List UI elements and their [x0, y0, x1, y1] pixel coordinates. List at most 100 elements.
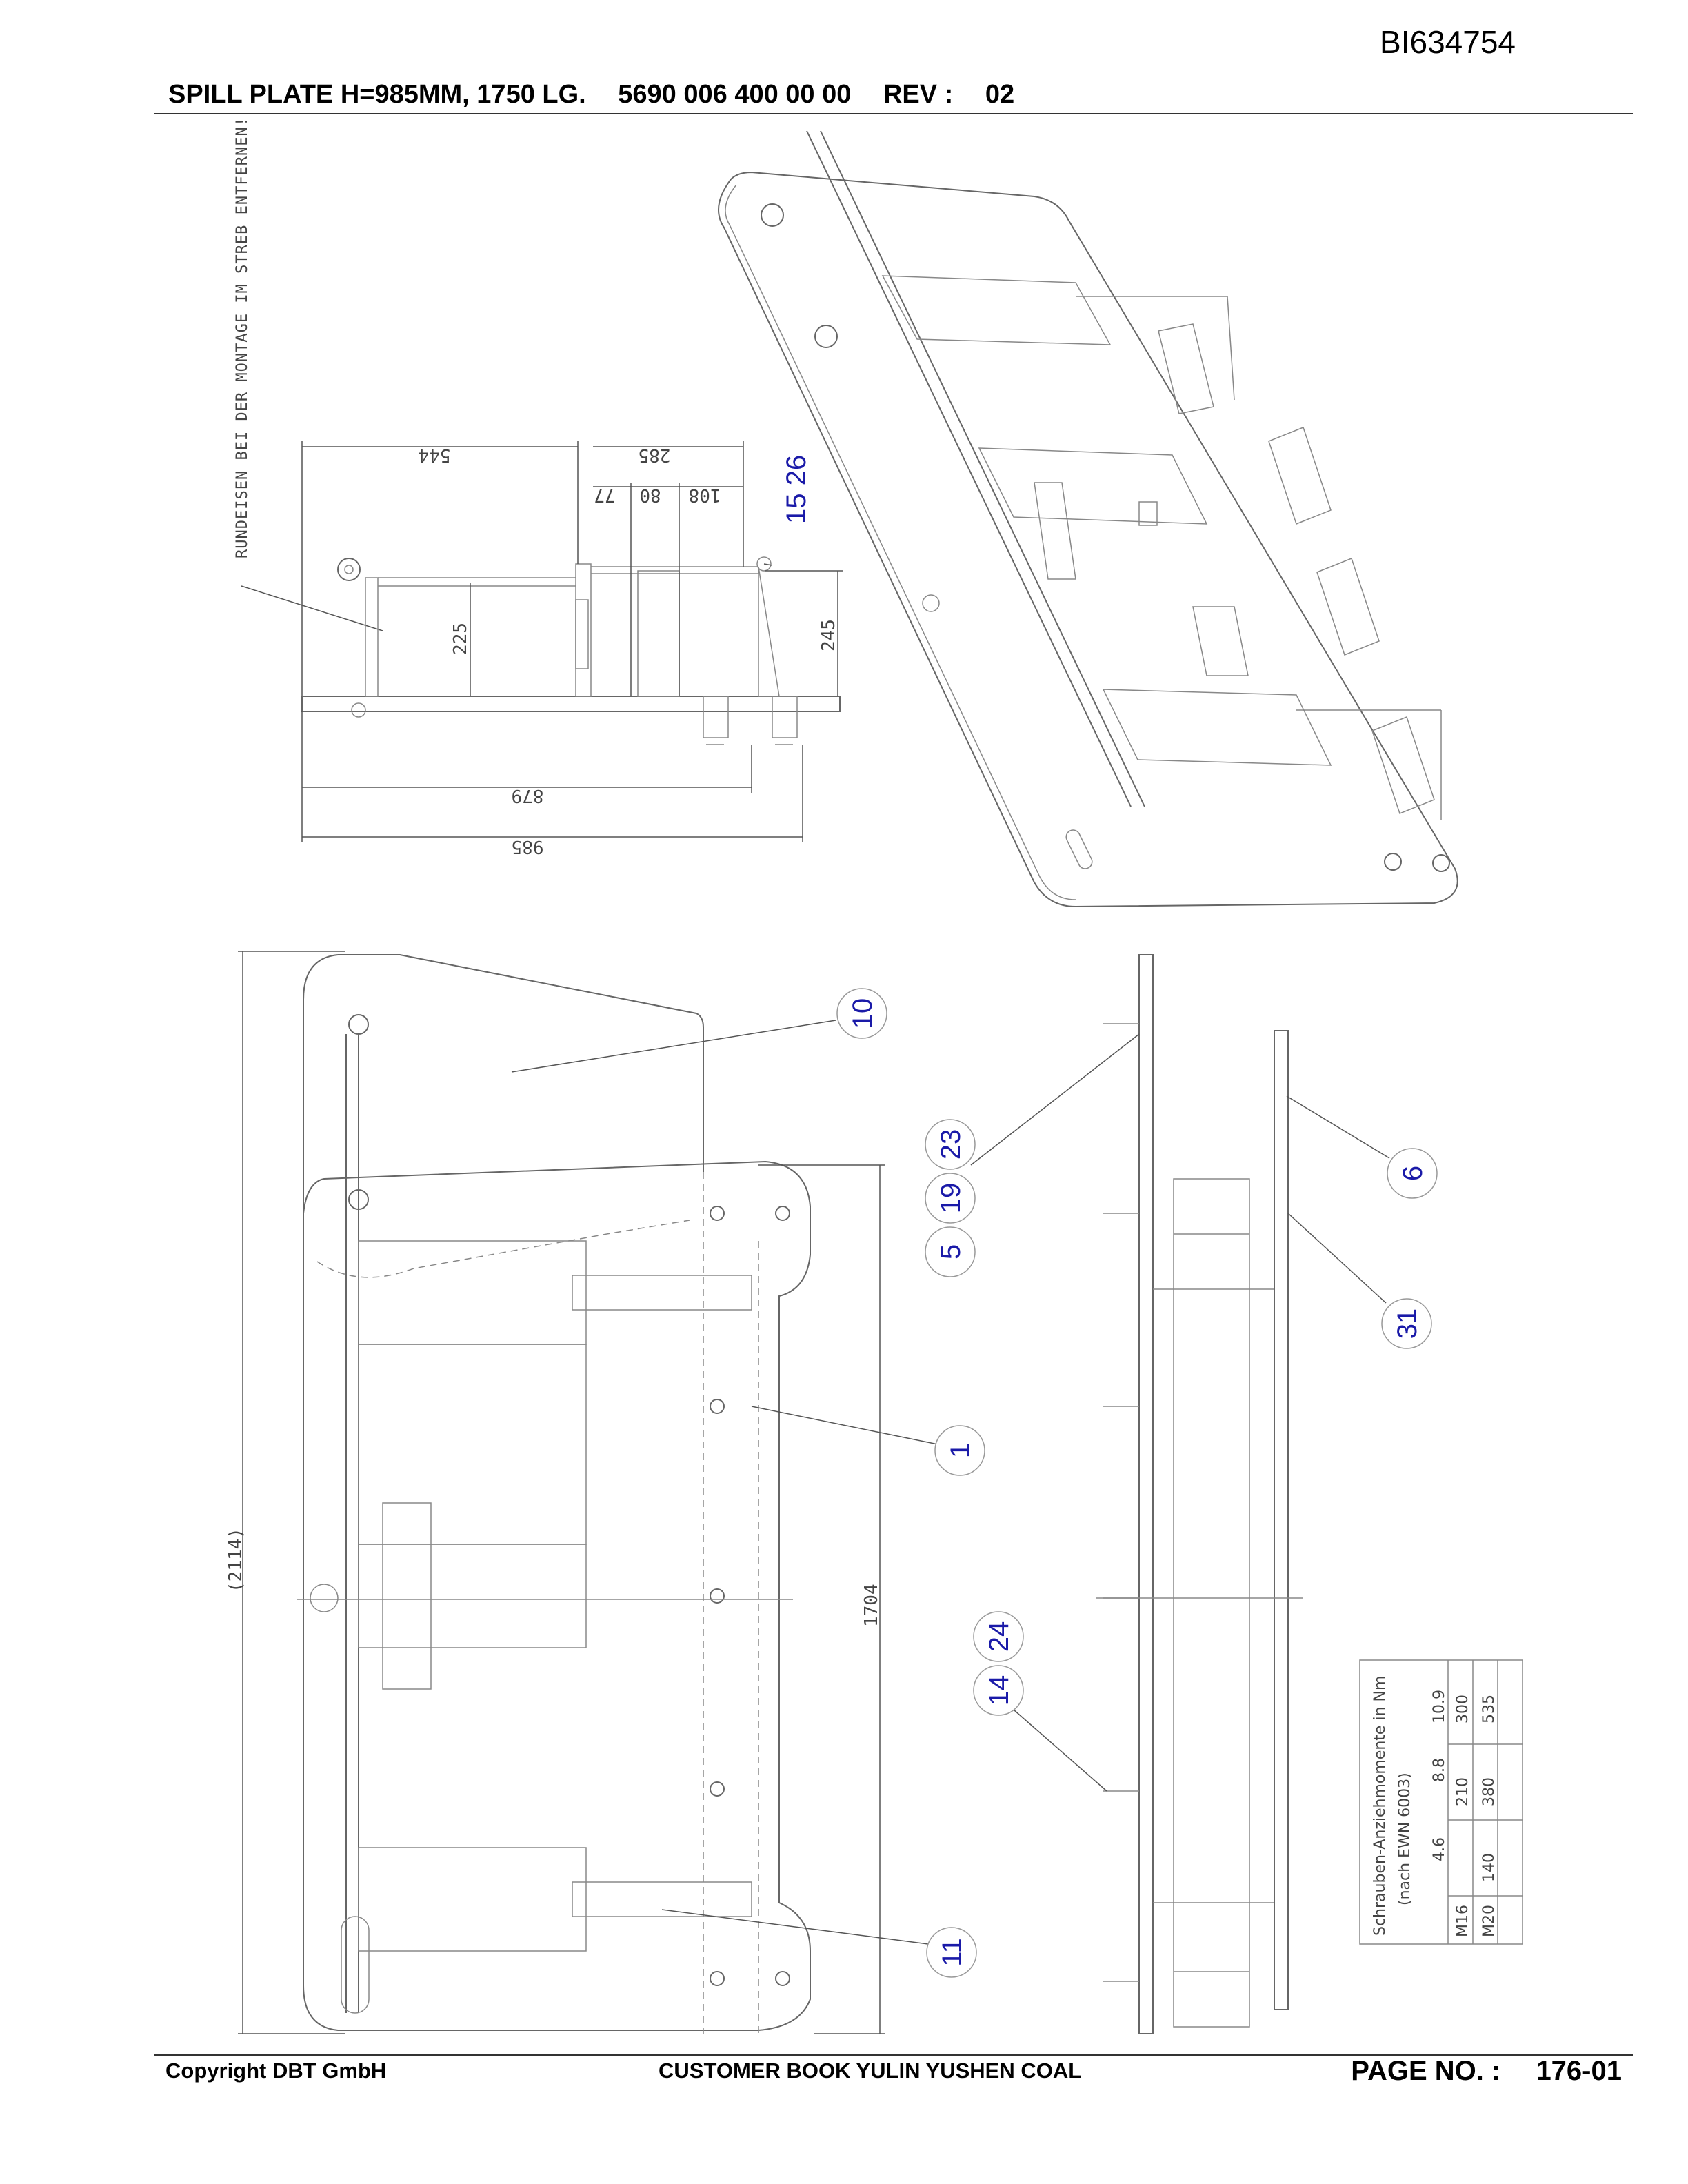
plan-bolt-5 — [710, 1781, 725, 1797]
dim-285: 285 — [639, 445, 671, 465]
copyright: Copyright DBT GmbH — [165, 2059, 387, 2083]
balloons: 15 26 10 23 19 5 6 31 1 24 14 11 — [511, 455, 1438, 1978]
balloon-10: 10 — [847, 998, 878, 1029]
iso-member-2 — [978, 447, 1208, 525]
pin-center — [344, 565, 354, 574]
torque-col-8.8: 8.8 — [1431, 1758, 1448, 1782]
bolt-head — [756, 556, 772, 572]
base-hole — [351, 702, 366, 718]
iso-hole-1 — [761, 203, 784, 227]
balloon-circle-24 — [973, 1611, 1024, 1662]
balloon-31: 31 — [1392, 1308, 1423, 1339]
plan-member-2 — [358, 1344, 587, 1545]
iso-fin-5 — [1158, 323, 1214, 414]
balloon-circle-23 — [925, 1119, 976, 1170]
iso-fin-4 — [1372, 716, 1435, 814]
torque-row-m16: M16 — [1454, 1905, 1471, 1937]
edge-rod — [1274, 1030, 1289, 2010]
torque-table-border — [1359, 1659, 1523, 1945]
torque-title-2: (nach EWN 6003) — [1396, 1772, 1414, 1905]
foot-right — [772, 696, 798, 738]
torque-m20-8.8: 380 — [1480, 1777, 1498, 1806]
dim-245: 245 — [818, 619, 839, 651]
plan-hole — [310, 1584, 339, 1612]
iso-plate-outline — [718, 171, 1458, 908]
plan-hidden-curve — [316, 1220, 690, 1278]
plan-bolt-6 — [710, 1971, 725, 1986]
leader-23 — [970, 1033, 1140, 1166]
torque-col-10.9: 10.9 — [1431, 1690, 1448, 1723]
plan-bolt-4 — [710, 1588, 725, 1604]
plan-outline-left — [303, 954, 339, 1303]
plan-plate — [303, 1160, 811, 2031]
balloon-circle-10 — [836, 988, 887, 1039]
iso-hole-3 — [1384, 853, 1402, 871]
plan-pin-1 — [348, 1014, 369, 1035]
page-number: PAGE NO. : 176-01 — [1351, 2056, 1622, 2087]
torque-m16-10.9: 300 — [1454, 1695, 1471, 1723]
balloon-15-26: 15 26 — [781, 455, 812, 524]
balloon-1: 1 — [945, 1443, 976, 1458]
torque-row-m20: M20 — [1480, 1905, 1498, 1937]
edge-plate — [1138, 954, 1154, 2034]
plan-clamp-1 — [572, 1275, 752, 1311]
iso-fin-3 — [1316, 558, 1380, 656]
leader-11 — [661, 1909, 929, 1945]
page-label: PAGE NO. : — [1351, 2056, 1501, 2086]
part-number: 5690 006 400 00 00 — [618, 80, 852, 109]
balloon-circle-19 — [925, 1173, 976, 1224]
part-title: SPILL PLATE H=985MM, 1750 LG. — [168, 80, 586, 109]
torque-m16-8.8: 210 — [1454, 1777, 1471, 1806]
plan-slot — [341, 1916, 370, 2014]
balloon-circle-5 — [925, 1226, 976, 1277]
edge-members — [1173, 1178, 1250, 2028]
dim-225: 225 — [450, 623, 471, 655]
torque-m20-10.9: 535 — [1480, 1695, 1498, 1723]
note-leader — [241, 585, 383, 631]
plan-outline-top — [338, 954, 704, 1172]
leader-14 — [1013, 1709, 1107, 1792]
iso-fin-2 — [1268, 427, 1332, 525]
base-plate — [301, 696, 841, 712]
iso-bar-2 — [1227, 296, 1235, 401]
iso-rod — [806, 130, 1132, 807]
balloon-6: 6 — [1398, 1166, 1428, 1181]
iso-label-plate — [1138, 501, 1158, 526]
revision-value: 02 — [985, 80, 1015, 109]
plan-bolt-2 — [775, 1206, 790, 1221]
leader-1526 — [763, 563, 773, 566]
edge-view — [1096, 954, 1303, 2034]
dim-1704: 1704 — [861, 1584, 882, 1627]
revision-label: REV : — [883, 80, 954, 109]
dim-80: 80 — [639, 485, 661, 505]
bracket-block — [637, 570, 680, 697]
gusset — [758, 566, 780, 697]
leader-10 — [511, 1020, 836, 1073]
plan-bolt-3 — [710, 1399, 725, 1414]
document-id: BI634754 — [1380, 24, 1516, 60]
iso-plate-edge — [725, 184, 1076, 900]
balloon-23: 23 — [936, 1129, 966, 1160]
balloon-circle-14 — [973, 1665, 1024, 1716]
dim-985: 985 — [512, 836, 544, 857]
page-value: 176-01 — [1536, 2056, 1622, 2086]
plan-bolt-7 — [775, 1971, 790, 1986]
dim-879: 879 — [512, 785, 544, 806]
plan-pin-2 — [348, 1189, 369, 1210]
leader-31 — [1287, 1213, 1387, 1304]
dim-544: 544 — [419, 445, 451, 465]
iso-member-3 — [1102, 689, 1332, 766]
title-rule — [154, 113, 1633, 114]
iso-slot — [1065, 829, 1093, 869]
balloon-11: 11 — [937, 1938, 967, 1967]
balloon-circle-31 — [1381, 1298, 1432, 1349]
plan-member-4 — [358, 1847, 587, 1952]
torque-title-1: Schrauben-Anziehmomente in Nm — [1372, 1676, 1389, 1936]
foot-left — [703, 696, 729, 738]
plan-member-1 — [358, 1240, 587, 1345]
side-view: RUNDEISEN BEI DER MONTAGE IM STREB ENTFE… — [234, 117, 843, 857]
balloon-24: 24 — [984, 1621, 1014, 1652]
customer-book: CUSTOMER BOOK YULIN YUSHEN COAL — [659, 2059, 1082, 2083]
leader-1 — [751, 1406, 938, 1445]
plan-clamp-2 — [572, 1881, 752, 1917]
